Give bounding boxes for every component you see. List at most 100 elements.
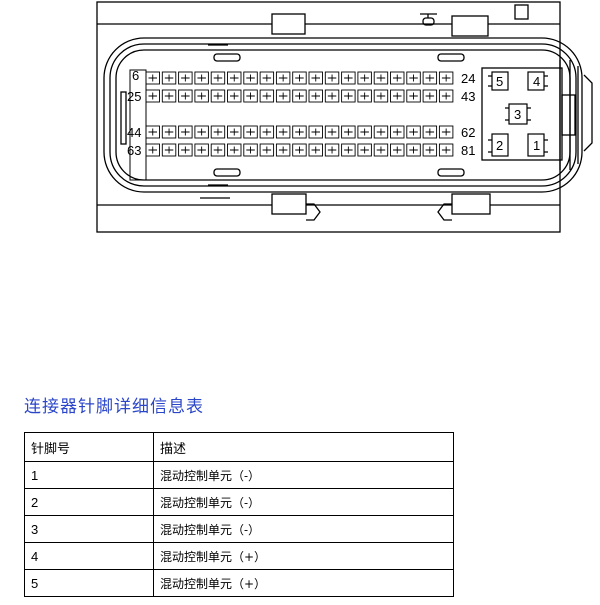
- pin-cavity: [161, 143, 177, 157]
- pin-label-25: 25: [127, 89, 141, 104]
- pin-cavity: [390, 89, 405, 103]
- pin-cell: 2: [24, 488, 154, 516]
- pin-contact: [181, 128, 190, 136]
- desc-cell: 混动控制单元（+）: [153, 569, 454, 597]
- pin-cavity: [390, 125, 405, 139]
- pin-cavity: [422, 71, 438, 85]
- pin-contact: [409, 74, 418, 82]
- pin-contact: [164, 128, 174, 136]
- pin-cavity: [227, 143, 242, 157]
- pin-cavity: [373, 89, 389, 103]
- pin-label-44: 44: [127, 125, 141, 140]
- pin-contact: [393, 128, 402, 136]
- pin-cavity: [259, 125, 275, 139]
- table-row: 5 混动控制单元（+）: [24, 569, 454, 597]
- pin-cavity: [161, 125, 177, 139]
- power-terminal-5: [491, 71, 509, 91]
- pin-contact: [262, 92, 272, 100]
- pin-cavity: [227, 71, 242, 85]
- pin-contact: [409, 128, 418, 136]
- pin-contact: [213, 128, 223, 136]
- pin-contact: [311, 146, 320, 154]
- pin-contact: [344, 92, 353, 100]
- pin-contact: [148, 146, 157, 154]
- pin-contact: [295, 128, 304, 136]
- pin-cavity: [390, 143, 405, 157]
- pin-contact: [327, 92, 337, 100]
- pin-cavity: [210, 125, 226, 139]
- pin-cavity: [438, 125, 454, 139]
- pin-cavity: [341, 125, 356, 139]
- pin-cavity: [292, 89, 307, 103]
- pin-cavity: [373, 125, 389, 139]
- pin-contact: [230, 128, 239, 136]
- pin-cavity: [145, 71, 160, 85]
- pin-cavity: [324, 89, 340, 103]
- pin-cavity: [178, 143, 193, 157]
- pin-cell: 5: [24, 569, 154, 597]
- pin-contact: [164, 74, 174, 82]
- pin-contact: [230, 146, 239, 154]
- power-terminal-3: [508, 103, 528, 125]
- pin-contact: [213, 74, 223, 82]
- pin-contact: [246, 128, 255, 136]
- pin-contact: [148, 74, 157, 82]
- pin-cavity: [373, 143, 389, 157]
- pin-cavity: [357, 71, 372, 85]
- pin-cavity: [161, 71, 177, 85]
- pin-cell: 3: [24, 515, 154, 543]
- pin-cavity: [357, 143, 372, 157]
- pin-cavity: [292, 143, 307, 157]
- pin-contact: [311, 74, 320, 82]
- pin-contact: [376, 146, 386, 154]
- pin-contact: [327, 128, 337, 136]
- pin-contact: [441, 128, 451, 136]
- pin-cavity: [227, 89, 242, 103]
- pin-cavity: [178, 125, 193, 139]
- power-terminal-1: [527, 133, 545, 157]
- pin-contact: [360, 128, 369, 136]
- pin-contact: [425, 146, 435, 154]
- desc-cell: 混动控制单元（-）: [153, 488, 454, 516]
- pin-cavity: [243, 143, 258, 157]
- pin-contact: [327, 146, 337, 154]
- pin-contact: [425, 128, 435, 136]
- pin-contact: [327, 74, 337, 82]
- pin-contact: [278, 146, 288, 154]
- pin-contact: [360, 146, 369, 154]
- pin-cavity: [259, 71, 275, 85]
- pin-contact: [409, 92, 418, 100]
- desc-cell: 混动控制单元（-）: [153, 461, 454, 489]
- pin-cavity: [324, 143, 340, 157]
- pin-cavity: [341, 143, 356, 157]
- pin-cavity: [194, 143, 209, 157]
- pin-cavity: [406, 71, 421, 85]
- pin-cavity: [308, 89, 323, 103]
- pin-contact: [425, 92, 435, 100]
- pin-cavity: [194, 71, 209, 85]
- pin-contact: [148, 92, 157, 100]
- pin-contact: [197, 92, 206, 100]
- pin-contact: [230, 74, 239, 82]
- table-row: 1 混动控制单元（-）: [24, 461, 454, 489]
- pin-table: 针脚号 描述 1 混动控制单元（-） 2 混动控制单元（-） 3 混动控制单元（…: [24, 432, 454, 597]
- pin-cavity: [243, 89, 258, 103]
- pin-contact: [441, 92, 451, 100]
- table-row: 2 混动控制单元（-）: [24, 488, 454, 516]
- pin-cavity: [243, 71, 258, 85]
- pin-contact: [393, 146, 402, 154]
- pin-contact: [148, 128, 157, 136]
- pin-cavity: [341, 71, 356, 85]
- pin-cavity: [210, 71, 226, 85]
- pin-cavity: [194, 89, 209, 103]
- pin-contact: [230, 92, 239, 100]
- power-label-2: 2: [496, 138, 503, 153]
- pin-contact: [393, 74, 402, 82]
- power-label-3: 3: [514, 107, 521, 122]
- pin-contact: [213, 92, 223, 100]
- pin-contact: [344, 146, 353, 154]
- pin-contact: [376, 74, 386, 82]
- power-terminal-2: [491, 133, 509, 157]
- pin-contact: [360, 74, 369, 82]
- pin-cavity: [292, 125, 307, 139]
